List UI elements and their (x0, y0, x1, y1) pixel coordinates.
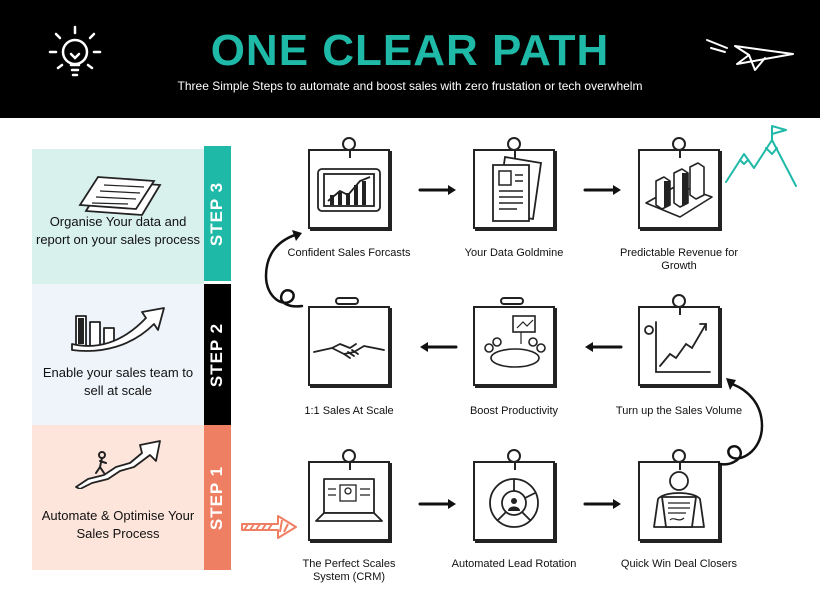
tablet-chart-icon (317, 168, 381, 212)
step-1-badge: STEP 1 (204, 425, 231, 570)
step-3-badge: STEP 3 (204, 146, 231, 281)
pushpin (342, 449, 356, 470)
bar-growth-icon (71, 307, 165, 352)
card-confident-sales-forcasts (308, 149, 390, 229)
pushpin (507, 449, 521, 470)
header-banner: ONE CLEAR PATH Three Simple Steps to aut… (0, 0, 820, 118)
label-predictable-revenue: Predictable Revenue for Growth (619, 247, 738, 272)
label-quick-win-deal-closers: Quick Win Deal Closers (620, 558, 738, 570)
arrow-left-icon (585, 342, 623, 352)
binder-clip (500, 297, 524, 305)
donut-chart-icon (489, 478, 539, 528)
pushpin (672, 137, 686, 158)
arrow-right-icon (583, 499, 621, 509)
binder-clip (335, 297, 359, 305)
label-boost-productivity: Boost Productivity (469, 405, 559, 417)
card-your-data-goldmine (473, 149, 555, 229)
page-subtitle: Three Simple Steps to automate and boost… (177, 79, 643, 93)
paper-plane-icon (706, 39, 794, 71)
card-perfect-scales-system (308, 461, 390, 541)
pushpin (342, 137, 356, 158)
isometric-bars-icon (645, 162, 713, 218)
label-turn-up-sales-volume: Turn up the Sales Volume (615, 405, 743, 417)
lightbulb-icon (48, 25, 102, 77)
pushpin (672, 294, 686, 315)
label-1-1-sales-at-scale: 1:1 Sales At Scale (304, 405, 394, 417)
card-boost-productivity (473, 306, 555, 386)
arrow-right-icon (583, 185, 621, 195)
label-confident-sales-forcasts: Confident Sales Forcasts (287, 247, 411, 259)
step-3-panel: Organise Your data and report on your sa… (32, 149, 204, 284)
card-1-1-sales-at-scale (308, 306, 390, 386)
step-1-panel: Automate & Optimise Your Sales Process (32, 425, 204, 570)
step-2-panel: Enable your sales team to sell at scale (32, 284, 204, 425)
meeting-table-icon (484, 315, 546, 368)
pushpin (507, 137, 521, 158)
arrow-left-icon (420, 342, 458, 352)
handshake-icon (313, 343, 385, 359)
step-1-description: Automate & Optimise Your Sales Process (41, 508, 195, 541)
curved-arrow-up-icon (264, 230, 304, 308)
step-3-description: Organise Your data and report on your sa… (35, 214, 201, 247)
profile-document-icon (492, 155, 543, 222)
card-turn-up-sales-volume (638, 306, 720, 386)
arrow-right-icon (418, 499, 456, 509)
laptop-icon (315, 478, 383, 522)
card-predictable-revenue (638, 149, 720, 229)
mountain-flag-icon (725, 125, 797, 187)
label-automated-lead-rotation: Automated Lead Rotation (451, 558, 577, 570)
label-perfect-scales-system: The Perfect Scales System (CRM) (302, 558, 396, 583)
card-automated-lead-rotation (473, 461, 555, 541)
signed-contract-icon (653, 471, 705, 528)
step-2-badge: STEP 2 (204, 284, 231, 425)
pushpin (672, 449, 686, 470)
card-quick-win-deal-closers (638, 461, 720, 541)
curved-arrow-up-icon (718, 378, 764, 466)
rising-chart-icon (644, 321, 711, 373)
hatched-arrow-icon (241, 515, 297, 539)
documents-icon (78, 176, 162, 216)
arrow-right-icon (418, 185, 456, 195)
step-2-description: Enable your sales team to sell at scale (42, 365, 194, 398)
stairs-climb-icon (75, 440, 161, 489)
label-your-data-goldmine: Your Data Goldmine (464, 247, 564, 259)
page-title: ONE CLEAR PATH (210, 26, 610, 75)
